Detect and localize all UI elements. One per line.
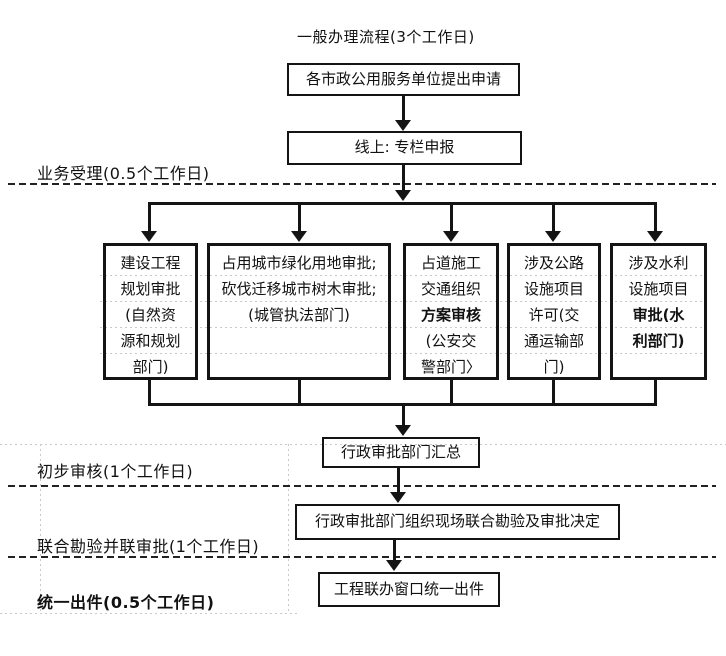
flow-box-line: 涉及水利 — [628, 254, 689, 272]
connector-line — [393, 540, 396, 561]
stage-label-joint-approval: 联合勘验并联审批(1个工作日) — [37, 537, 260, 556]
arrow-down-icon — [545, 231, 561, 242]
flow-box-line: 方案审核 — [420, 306, 481, 324]
stage-label-preliminary-review: 初步审核(1个工作日) — [37, 462, 194, 481]
flow-box-line: 设施项目 — [628, 280, 689, 298]
flow-box-line: 占道施工 — [420, 254, 481, 272]
stage-label-acceptance: 业务受理(0.5个工作日) — [37, 164, 210, 183]
connector-line — [654, 202, 657, 232]
connector-line — [397, 468, 400, 493]
flow-box-line: 许可(交 — [528, 306, 580, 324]
node-dept-urban-management: 占用城市绿化用地审批; 砍伐迁移城市树木审批; (城管执法部门) — [207, 243, 391, 380]
gridline — [40, 444, 41, 614]
arrow-down-icon — [443, 231, 459, 242]
flow-box-line: (公安交 — [425, 332, 477, 350]
node-apply: 各市政公用服务单位提出申请 — [287, 63, 520, 96]
node-dept-water: 涉及水利 设施项目 审批(水 利部门) — [610, 243, 707, 380]
flow-box-line: 通运输部 — [523, 332, 584, 350]
connector-line — [148, 202, 151, 232]
connector-line — [654, 380, 657, 406]
flow-box-line: 建设工程 — [120, 254, 181, 272]
node-dept-planning: 建设工程 规划审批 (自然资 源和规划 部门) — [103, 243, 198, 380]
connector-line — [450, 380, 453, 406]
connector-line — [552, 380, 555, 406]
connector-line — [450, 202, 453, 232]
arrow-down-icon — [386, 560, 402, 571]
flow-box-line: 砍伐迁移城市树木审批; — [221, 280, 377, 298]
node-summary: 行政审批部门汇总 — [322, 437, 480, 468]
node-dept-transport: 涉及公路 设施项目 许可(交 通运输部 门) — [507, 243, 601, 380]
separator-dashed — [8, 183, 716, 185]
arrow-down-icon — [395, 425, 411, 436]
arrow-down-icon — [395, 120, 411, 131]
node-dept-traffic-police: 占道施工 交通组织 方案审核 (公安交 警部门〉 — [403, 243, 499, 380]
node-apply-label: 各市政公用服务单位提出申请 — [305, 69, 501, 88]
connector-line — [552, 202, 555, 232]
gridline — [0, 613, 300, 614]
connector-line — [148, 380, 151, 406]
connector-line — [402, 96, 405, 122]
flow-box-line: (自然资 — [125, 306, 176, 324]
separator-dashed — [8, 485, 716, 487]
node-online-label: 线上: 专栏申报 — [354, 138, 455, 157]
flow-box-line: (城管执法部门) — [248, 306, 350, 324]
arrow-down-icon — [395, 190, 411, 201]
arrow-down-icon — [291, 231, 307, 242]
connector-line — [402, 165, 405, 191]
connector-line — [402, 403, 405, 426]
stage-label-unified-issue: 统一出件(0.5个工作日) — [37, 593, 215, 612]
flow-box-line: 警部门〉 — [420, 358, 481, 376]
flow-box-line: 源和规划 — [120, 332, 181, 350]
node-online-submit: 线上: 专栏申报 — [287, 131, 522, 165]
connector-line — [298, 202, 301, 232]
arrow-down-icon — [647, 231, 663, 242]
node-joint-inspection: 行政审批部门组织现场联合勘验及审批决定 — [295, 504, 620, 540]
node-issue: 工程联办窗口统一出件 — [318, 572, 500, 607]
node-summary-label: 行政审批部门汇总 — [340, 442, 461, 461]
gridline — [0, 444, 726, 445]
connector-line — [149, 202, 657, 205]
flow-box-line: 利部门) — [632, 332, 685, 350]
separator-dashed — [8, 556, 716, 558]
flow-box-line: 门) — [543, 358, 565, 376]
node-issue-label: 工程联办窗口统一出件 — [333, 579, 484, 598]
flow-box-line: 部门) — [132, 358, 169, 376]
flow-box-line: 交通组织 — [420, 280, 481, 298]
flow-box-line: 审批(水 — [632, 306, 685, 324]
flow-box-line: 涉及公路 — [523, 254, 584, 272]
flow-box-line: 规划审批 — [120, 280, 181, 298]
flow-box-line: 设施项目 — [523, 280, 584, 298]
node-joint-inspection-label: 行政审批部门组织现场联合勘验及审批决定 — [314, 512, 600, 531]
connector-line — [298, 380, 301, 406]
arrow-down-icon — [141, 231, 157, 242]
gridline — [288, 444, 289, 614]
flow-title: 一般办理流程(3个工作日) — [297, 28, 475, 46]
flow-box-line: 占用城市绿化用地审批; — [221, 254, 377, 272]
arrow-down-icon — [390, 492, 406, 503]
